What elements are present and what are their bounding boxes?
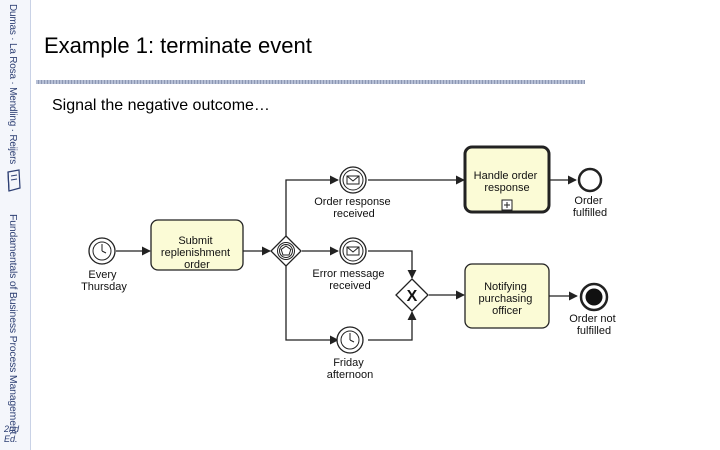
start-timer-event <box>88 237 116 265</box>
label-order-fulfilled: Order fulfilled <box>573 195 607 219</box>
terminate-end-event-order-not-fulfilled <box>579 282 609 312</box>
task-submit-replenishment-order <box>150 219 244 271</box>
xor-symbol: X <box>407 288 418 305</box>
flow-gw-to-friday <box>285 266 339 345</box>
timer-event-friday-afternoon <box>336 326 364 354</box>
subprocess-plus-icon <box>501 199 513 211</box>
label-error-message-received: Error message received <box>312 268 387 292</box>
slide-title: Example 1: terminate event <box>44 33 312 58</box>
sidebar-edition: 2nd Ed. <box>4 424 20 444</box>
label-friday-afternoon: Friday afternoon <box>327 357 373 381</box>
label-every-thursday: Every Thursday <box>81 269 127 293</box>
sidebar-authors: Dumas · La Rosa · Mendling · Reijers <box>7 4 18 165</box>
envelope-icon <box>346 246 360 256</box>
pentagon-icon <box>280 245 292 256</box>
title-divider <box>36 80 585 84</box>
flow-friday-to-xor <box>368 311 417 341</box>
task-notifying-purchasing-officer <box>464 263 550 329</box>
message-event-error-message <box>339 237 367 265</box>
xor-gateway: X <box>395 278 429 312</box>
event-based-gateway <box>270 235 302 267</box>
clock-icon <box>349 333 355 343</box>
label-order-not-fulfilled: Order not fulfilled <box>569 313 619 337</box>
label-submit-order: Submit replenishment order <box>161 235 233 271</box>
book-logo-icon <box>7 169 21 192</box>
message-event-order-response <box>339 166 367 194</box>
end-event-order-fulfilled <box>577 167 603 193</box>
sequence-flows <box>116 175 578 345</box>
flow-error-to-xor <box>368 250 417 279</box>
task-handle-order-response <box>463 145 551 214</box>
envelope-icon <box>346 175 360 185</box>
slide-subtitle: Signal the negative outcome… <box>52 97 270 114</box>
label-handle-order-response: Handle order response <box>474 170 541 194</box>
label-order-response-received: Order response received <box>314 196 394 220</box>
clock-icon <box>101 244 107 254</box>
sidebar: Dumas · La Rosa · Mendling · Reijers Fun… <box>0 0 31 450</box>
sidebar-book-title: Fundamentals of Business Process Managem… <box>7 214 19 435</box>
flow-gw-to-order-response <box>285 175 339 236</box>
label-notifying-purchasing-officer: Notifying purchasing officer <box>479 281 536 317</box>
